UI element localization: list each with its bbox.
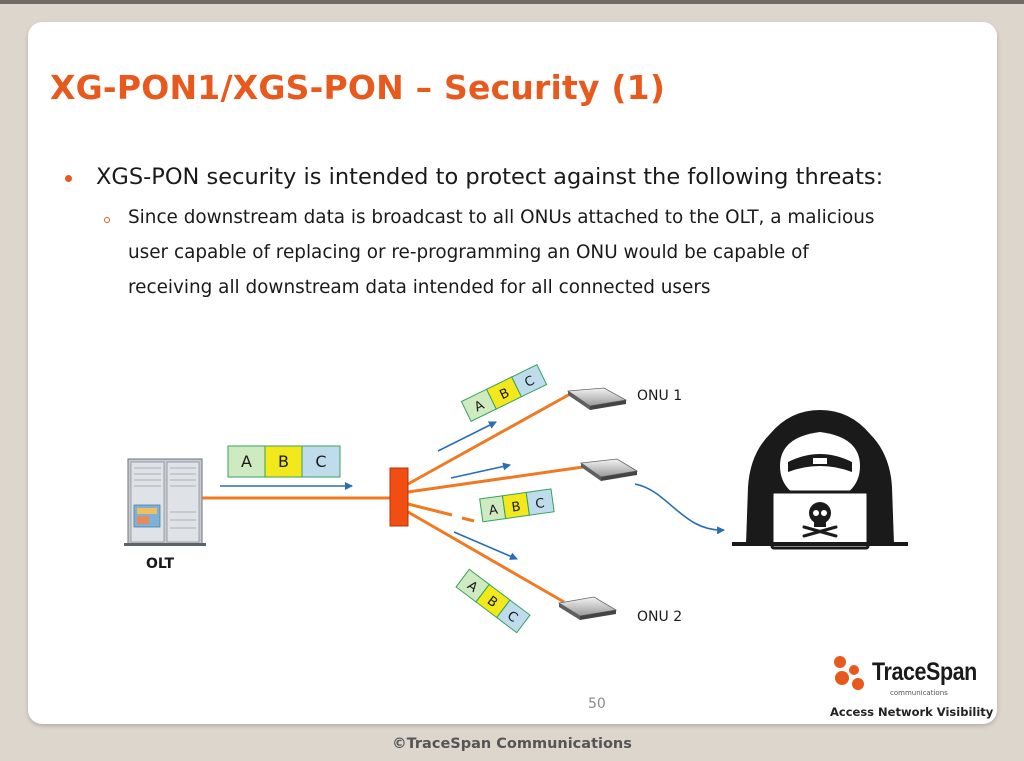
logo-name: TraceSpan	[872, 658, 977, 686]
bullet-sub-line-3: receiving all downstream data intended f…	[128, 277, 711, 298]
frame-cell-a: A	[488, 503, 499, 519]
pon-diagram: OLT A B C	[124, 364, 908, 690]
frame-onu1-branch: A B C	[460, 364, 548, 422]
page-number: 50	[588, 696, 606, 712]
fiber-lines	[202, 391, 584, 604]
logo-sub: communications	[890, 689, 948, 697]
intercept-onu-device-icon	[579, 458, 639, 481]
splitter-icon	[389, 467, 409, 527]
onu1-label: ONU 1	[637, 388, 682, 404]
frame-cell-b: B	[511, 499, 522, 515]
onu1-device-icon	[566, 387, 628, 410]
frame-middle-branch: A B C	[479, 488, 555, 523]
frame-cell-c: C	[534, 496, 545, 512]
olt-label: OLT	[146, 556, 175, 572]
olt-rack-icon	[124, 458, 206, 546]
logo-tagline: Access Network Visibility	[830, 705, 994, 719]
frame-cell-c: C	[315, 452, 326, 471]
frame-cell-b: B	[278, 452, 289, 471]
footer-copyright: ©TraceSpan Communications	[392, 736, 632, 752]
tracespan-logo-icon	[834, 656, 864, 690]
onu2-device-icon	[557, 596, 618, 620]
data-flow-arrows	[220, 421, 725, 560]
bullet-sub-line-1: Since downstream data is broadcast to al…	[128, 207, 875, 228]
bullet-dot-icon	[65, 175, 72, 182]
tracespan-logo: TraceSpan communications Access Network …	[828, 652, 993, 722]
slide-title: XG-PON1/XGS-PON – Security (1)	[50, 68, 666, 107]
frame-onu2-branch: A B C	[455, 568, 531, 634]
hacker-icon	[732, 410, 908, 550]
bullet-sub-line-2: user capable of replacing or re-programm…	[128, 242, 809, 263]
bullet-ring-icon	[104, 217, 110, 223]
frame-olt-link: A B C	[227, 445, 341, 478]
bullet-main-text: XGS-PON security is intended to protect …	[96, 164, 884, 190]
onu2-label: ONU 2	[637, 609, 682, 625]
top-edge-strip	[0, 0, 1024, 4]
frame-cell-a: A	[241, 452, 252, 471]
slide: XG-PON1/XGS-PON – Security (1) XGS-PON s…	[28, 22, 997, 724]
